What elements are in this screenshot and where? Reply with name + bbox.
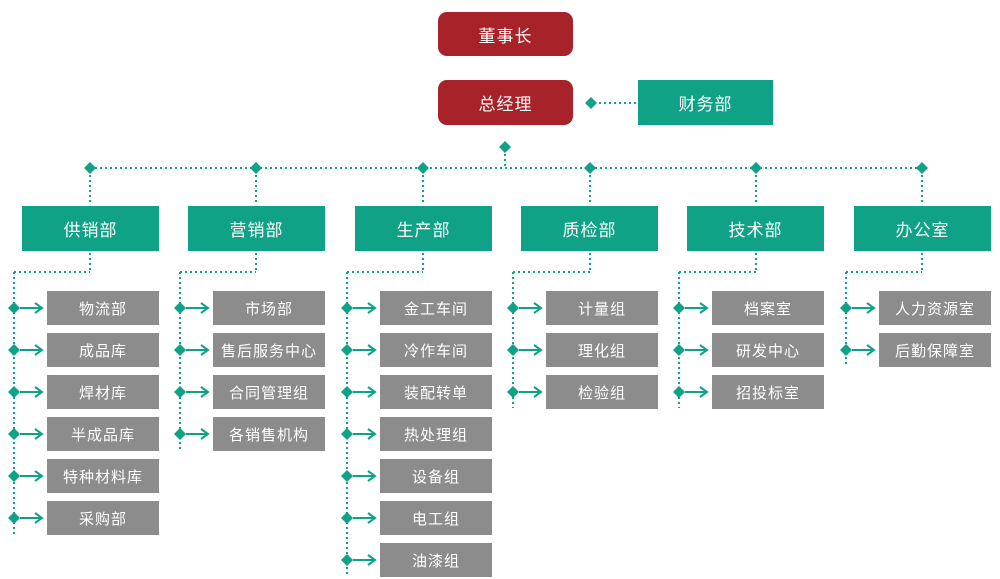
- child-node: 售后服务中心: [213, 333, 325, 367]
- child-node: 合同管理组: [213, 375, 325, 409]
- child-node: 研发中心: [712, 333, 824, 367]
- child-node: 成品库: [47, 333, 159, 367]
- child-node: 半成品库: [47, 417, 159, 451]
- dept-node: 营销部: [188, 206, 325, 251]
- child-node: 电工组: [380, 501, 492, 535]
- child-node: 设备组: [380, 459, 492, 493]
- org-node-general-manager: 总经理: [438, 80, 573, 125]
- child-node: 油漆组: [380, 543, 492, 577]
- org-node-chairman: 董事长: [438, 12, 573, 56]
- dept-node: 质检部: [521, 206, 658, 251]
- child-node: 检验组: [546, 375, 658, 409]
- child-node: 人力资源室: [879, 291, 991, 325]
- child-node: 采购部: [47, 501, 159, 535]
- org-node-finance: 财务部: [638, 80, 773, 125]
- child-node: 特种材料库: [47, 459, 159, 493]
- child-node: 后勤保障室: [879, 333, 991, 367]
- child-node: 计量组: [546, 291, 658, 325]
- child-node: 招投标室: [712, 375, 824, 409]
- child-node: 各销售机构: [213, 417, 325, 451]
- child-node: 市场部: [213, 291, 325, 325]
- child-node: 金工车间: [380, 291, 492, 325]
- dept-node: 供销部: [22, 206, 159, 251]
- child-node: 冷作车间: [380, 333, 492, 367]
- child-node: 装配转单: [380, 375, 492, 409]
- child-node: 热处理组: [380, 417, 492, 451]
- child-node: 档案室: [712, 291, 824, 325]
- dept-node: 办公室: [854, 206, 991, 251]
- dept-node: 技术部: [687, 206, 824, 251]
- child-node: 焊材库: [47, 375, 159, 409]
- dept-node: 生产部: [355, 206, 492, 251]
- child-node: 理化组: [546, 333, 658, 367]
- child-node: 物流部: [47, 291, 159, 325]
